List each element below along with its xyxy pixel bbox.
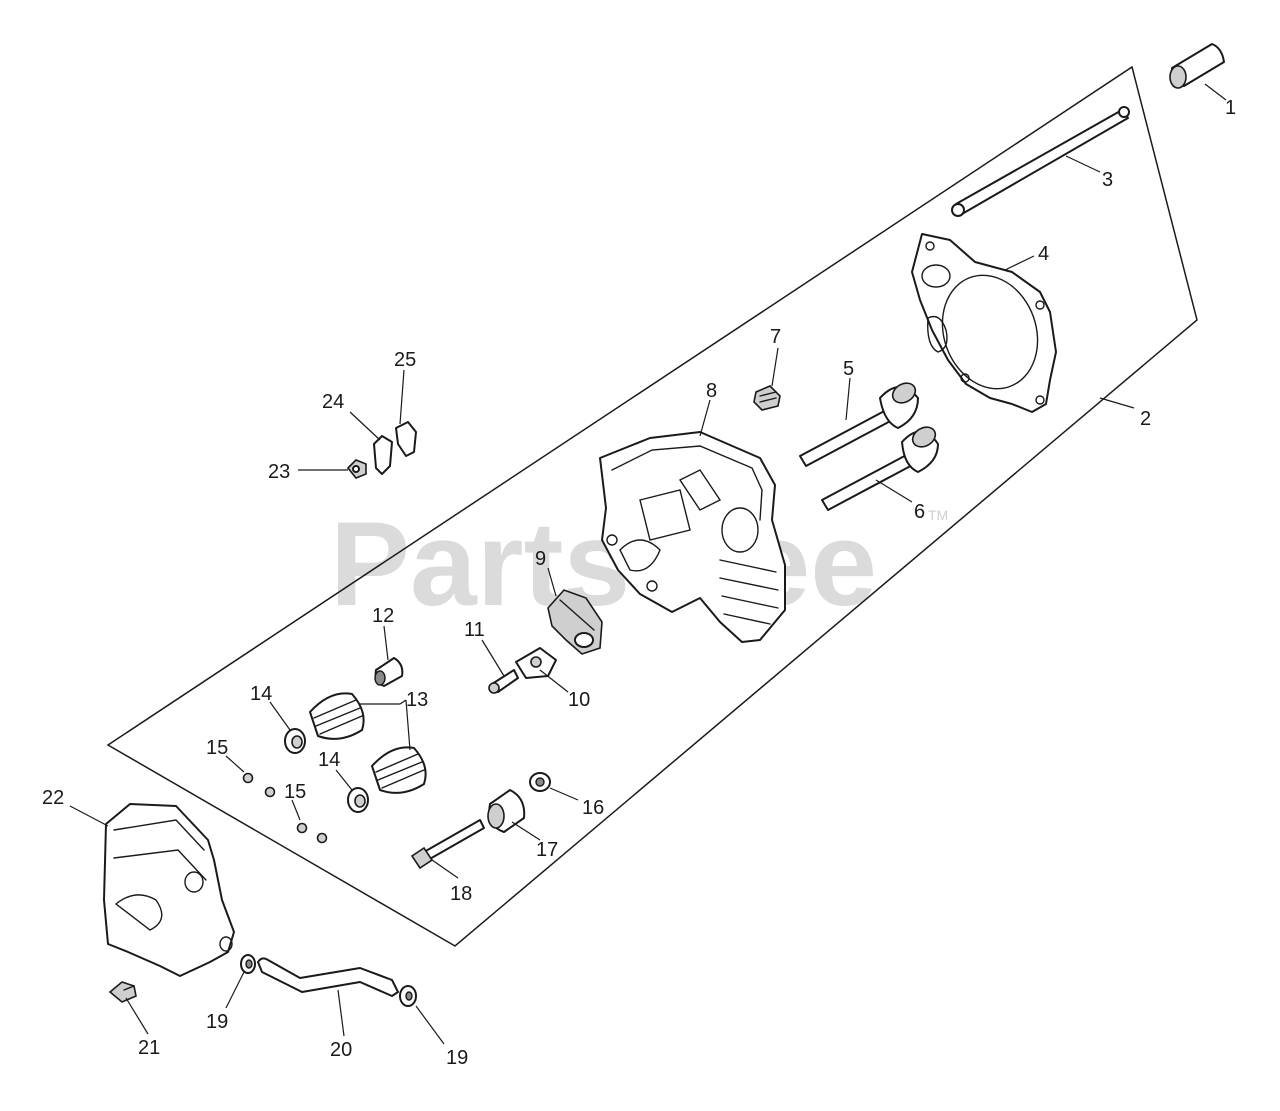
watermark-trademark: TM: [928, 507, 948, 523]
callout-25: 25: [394, 349, 416, 371]
part-25-bracket[interactable]: [395, 421, 417, 457]
part-17-spacer[interactable]: [487, 789, 526, 833]
callout-21: 21: [138, 1037, 160, 1059]
callout-15-lower: 15: [284, 781, 306, 803]
part-6-exhaust-valve[interactable]: [821, 423, 939, 511]
callout-20: 20: [330, 1039, 352, 1061]
part-23-nut[interactable]: [346, 459, 367, 479]
callout-12: 12: [372, 605, 394, 627]
callout-23: 23: [268, 461, 290, 483]
watermark-text: PartsTree: [330, 497, 877, 631]
part-20-breather-hose[interactable]: [257, 957, 399, 997]
leader-lines: [69, 83, 1227, 1045]
callout-9: 9: [535, 548, 546, 570]
callout-5: 5: [843, 358, 854, 380]
part-19-clamp-right[interactable]: [399, 985, 417, 1007]
callout-4: 4: [1038, 243, 1049, 265]
part-14-retainer-upper[interactable]: [284, 728, 306, 754]
part-3-push-rod[interactable]: [951, 106, 1130, 217]
callout-3: 3: [1102, 169, 1113, 191]
callout-17: 17: [536, 839, 558, 861]
callout-19-right: 19: [446, 1047, 468, 1069]
part-11-screw[interactable]: [488, 669, 519, 694]
callout-14-lower: 14: [318, 749, 340, 771]
callout-22: 22: [42, 787, 64, 809]
part-13-valve-spring-lower[interactable]: [371, 746, 427, 794]
part-21-screw[interactable]: [108, 981, 137, 1003]
part-15-keepers-upper[interactable]: [242, 772, 276, 798]
callout-10: 10: [568, 689, 590, 711]
callout-24: 24: [322, 391, 344, 413]
part-8-cylinder-head[interactable]: [599, 431, 786, 643]
callout-19-left: 19: [206, 1011, 228, 1033]
callout-14-upper: 14: [250, 683, 272, 705]
part-7-fitting[interactable]: [753, 385, 781, 411]
callout-15-upper: 15: [206, 737, 228, 759]
part-1-sleeve[interactable]: [1169, 43, 1225, 89]
callout-11: 11: [464, 619, 485, 641]
part-10-rocker-pivot[interactable]: [515, 647, 557, 679]
callout-7: 7: [770, 326, 781, 348]
part-18-bolt[interactable]: [410, 819, 485, 870]
part-9-rocker-arm[interactable]: [547, 589, 603, 655]
part-13-valve-spring-upper[interactable]: [309, 692, 365, 740]
callout-2: 2: [1140, 408, 1151, 430]
part-14-retainer-lower[interactable]: [347, 787, 369, 813]
callout-13: 13: [406, 689, 428, 711]
callout-8: 8: [706, 380, 717, 402]
part-12-valve-cap[interactable]: [374, 657, 404, 687]
part-24-bracket[interactable]: [373, 435, 393, 475]
callout-16: 16: [582, 797, 604, 819]
part-15-keepers-lower[interactable]: [296, 822, 328, 844]
part-22-valve-cover[interactable]: [103, 803, 235, 977]
kit-outline-frame: [106, 65, 1198, 947]
callout-6: 6: [914, 501, 925, 523]
part-4-head-gasket[interactable]: [911, 233, 1057, 413]
callout-1: 1: [1225, 97, 1236, 119]
part-5-intake-valve[interactable]: [799, 379, 919, 467]
part-16-washer[interactable]: [529, 772, 551, 792]
callout-18: 18: [450, 883, 472, 905]
part-19-clamp-left[interactable]: [240, 954, 256, 974]
